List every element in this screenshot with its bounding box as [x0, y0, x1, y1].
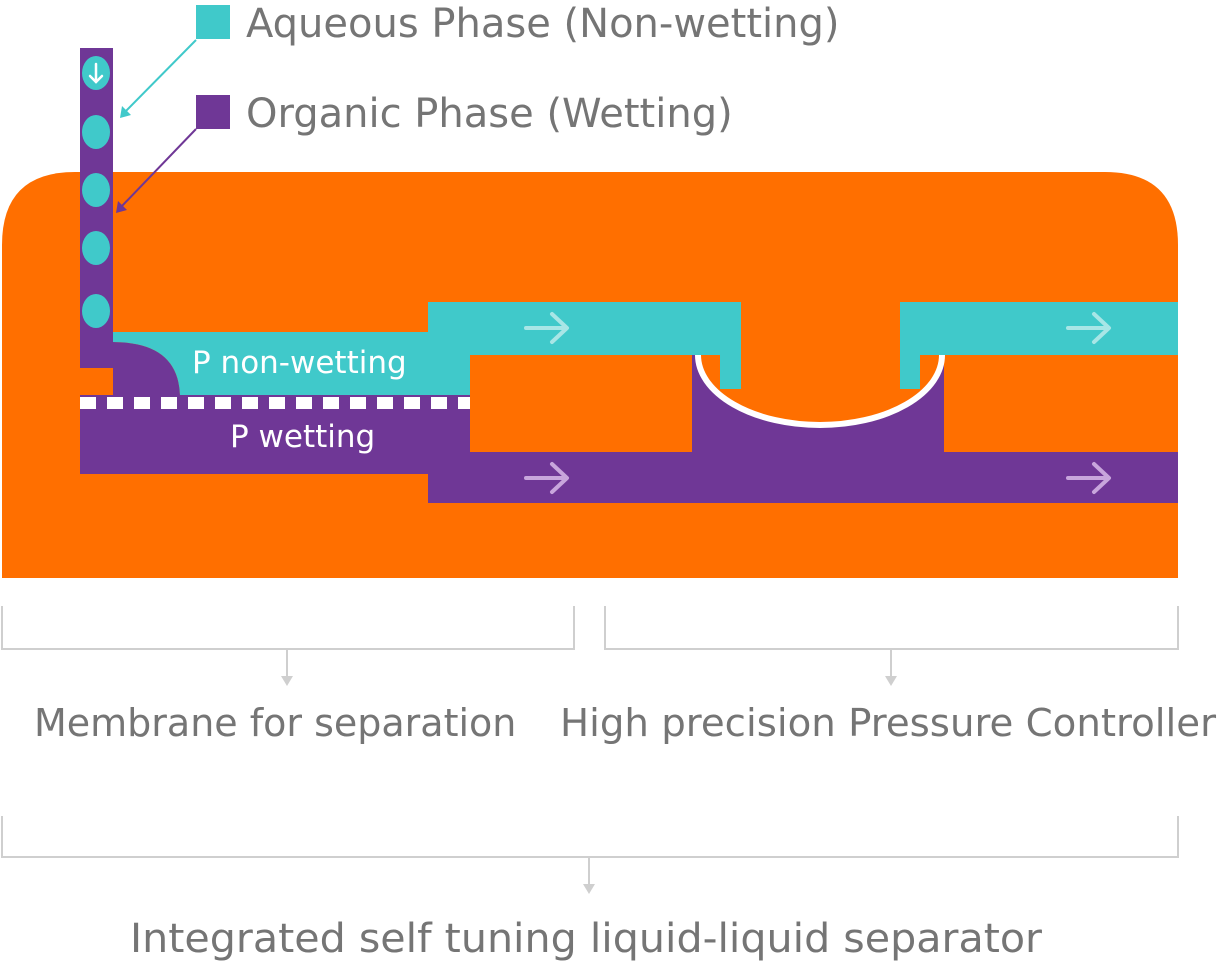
aqueous-upper-channel-left	[113, 302, 741, 395]
pressure-controller-bracket	[604, 606, 1179, 686]
droplet	[82, 173, 110, 207]
arrow-right-icon	[524, 312, 569, 344]
pressure-controller-bulge	[698, 355, 942, 425]
organic-leader-arrow	[116, 128, 197, 213]
droplet	[82, 115, 110, 149]
organic-legend-swatch	[196, 95, 230, 129]
droplet	[82, 294, 110, 328]
arrow-right-icon	[1066, 462, 1111, 494]
pressure-controller-membrane	[695, 354, 945, 428]
integrated-caption: Integrated self tuning liquid-liquid sep…	[130, 916, 1043, 962]
membrane-caption: Membrane for separation	[34, 701, 516, 745]
aqueous-legend-label: Aqueous Phase (Non-wetting)	[246, 1, 839, 47]
pressure-controller-gap-left	[720, 355, 741, 389]
aqueous-channels	[113, 302, 1178, 395]
droplet	[82, 231, 110, 265]
aqueous-legend-swatch	[196, 5, 230, 39]
non-wetting-pressure-label: P non-wetting	[192, 345, 407, 381]
aqueous-upper-channel-right	[900, 302, 1178, 389]
arrow-right-icon	[1066, 312, 1111, 344]
pressure-controller-caption: High precision Pressure Controller	[560, 701, 1216, 745]
wetting-pressure-label: P wetting	[230, 419, 375, 455]
pressure-controller-gap-right	[900, 355, 920, 389]
arrow-right-icon	[524, 462, 569, 494]
aqueous-leader-arrow	[120, 39, 197, 118]
arrow-down-icon	[88, 62, 104, 84]
membrane-bracket	[1, 606, 575, 686]
organic-wetting-corner	[113, 342, 180, 395]
integrated-bracket	[1, 816, 1179, 894]
organic-legend-label: Organic Phase (Wetting)	[246, 91, 733, 137]
